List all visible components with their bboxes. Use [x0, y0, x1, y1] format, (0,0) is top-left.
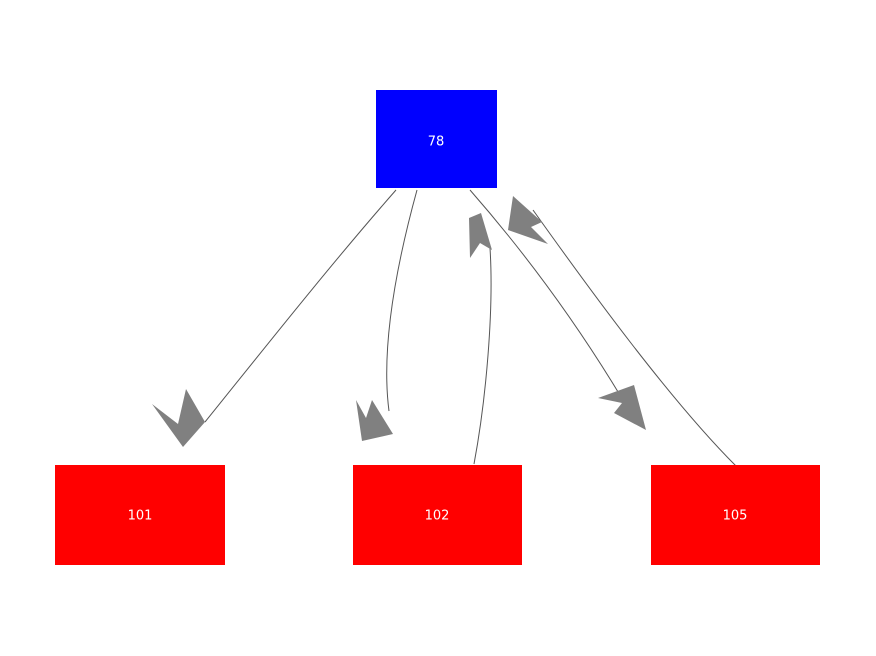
node-label: 101	[128, 509, 153, 524]
node-box[interactable]	[376, 90, 497, 188]
node-102[interactable]: 102	[353, 465, 522, 565]
node-label: 78	[428, 135, 445, 150]
edge-line	[204, 189, 397, 423]
arrowhead-icon	[469, 213, 492, 258]
arrowhead-icon	[508, 196, 548, 244]
arrowhead-icon	[598, 385, 646, 430]
node-box[interactable]	[651, 465, 820, 565]
edge-line	[469, 189, 634, 418]
edge-78-102[interactable]	[356, 189, 418, 441]
node-box[interactable]	[55, 465, 225, 565]
node-78[interactable]: 78	[376, 90, 497, 188]
node-101[interactable]: 101	[55, 465, 225, 565]
arrowhead-icon	[152, 389, 205, 447]
node-label: 102	[425, 509, 450, 524]
edge-line	[473, 247, 492, 465]
edge-78-105[interactable]	[469, 189, 646, 430]
edge-78-101[interactable]	[152, 189, 397, 447]
node-box[interactable]	[353, 465, 522, 565]
edge-line	[532, 209, 737, 467]
edge-102-78[interactable]	[469, 213, 492, 465]
node-layer: 78 101 102 105	[55, 90, 820, 565]
node-105[interactable]: 105	[651, 465, 820, 565]
node-label: 105	[723, 509, 748, 524]
edge-layer	[152, 189, 737, 467]
arrowhead-icon	[356, 400, 393, 441]
edge-line	[386, 189, 418, 412]
edge-105-78[interactable]	[508, 196, 737, 467]
